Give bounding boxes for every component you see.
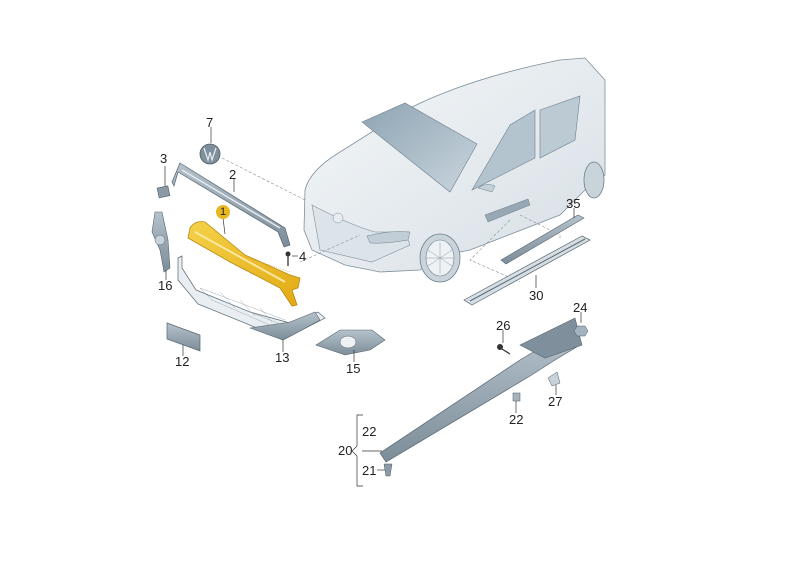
part-label-27[interactable]: 27 [548,394,563,409]
part-27-grommet[interactable] [547,371,561,395]
part-35-sill-strip[interactable] [500,208,585,265]
part-7-emblem[interactable] [199,127,221,165]
part-16-bracket[interactable] [151,211,171,280]
part-label-12[interactable]: 12 [175,354,190,369]
part-24-nut[interactable] [573,312,589,337]
part-label-3[interactable]: 3 [160,151,168,166]
part-label-2[interactable]: 2 [229,167,237,182]
part-13-lower-grille[interactable] [177,255,326,352]
part-30-sill-cover[interactable] [463,235,591,306]
part-20-sill-assembly[interactable] [351,317,583,487]
part-label-26[interactable]: 26 [496,318,511,333]
part-15-fog-grille[interactable] [315,329,386,362]
part-label-22-assembly[interactable]: 22 [362,424,377,439]
part-label-15[interactable]: 15 [346,361,361,376]
part-label-1[interactable]: 1 [216,205,230,219]
leader-lines [221,157,561,283]
part-label-7[interactable]: 7 [206,115,214,130]
part-1-grille-frame[interactable] [187,217,301,307]
part-26-screw[interactable] [497,330,511,355]
part-label-35[interactable]: 35 [566,196,581,211]
part-label-22[interactable]: 22 [509,412,524,427]
part-label-16[interactable]: 16 [158,278,173,293]
part-label-20[interactable]: 20 [338,443,353,458]
part-label-21[interactable]: 21 [362,463,377,478]
part-12-plate-panel[interactable] [166,322,201,356]
part-22-fastener[interactable] [512,392,521,413]
part-label-13[interactable]: 13 [275,350,290,365]
part-2-upper-trim[interactable] [171,162,291,248]
part-21-clip[interactable] [377,463,393,477]
car-illustration [303,57,606,283]
part-3-clip[interactable] [156,166,171,199]
part-label-30[interactable]: 30 [529,288,544,303]
part-4-screw[interactable] [285,251,299,267]
part-label-4[interactable]: 4 [299,249,307,264]
part-label-24[interactable]: 24 [573,300,588,315]
